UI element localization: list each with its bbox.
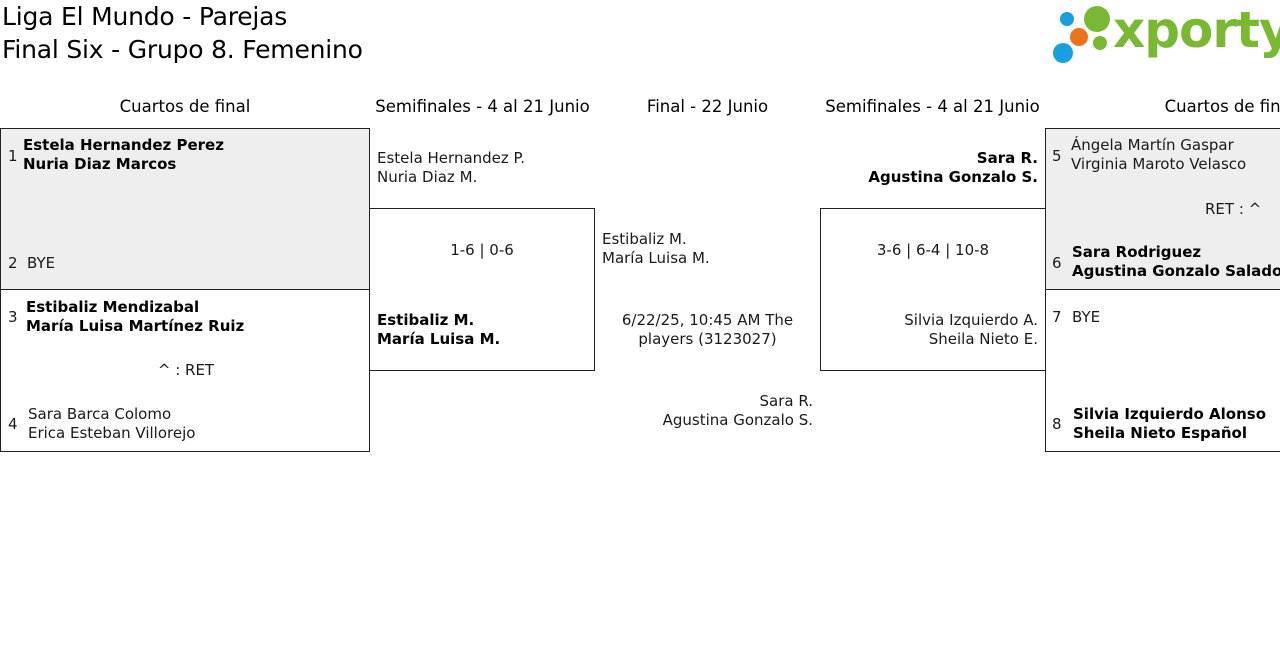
player-name: Virginia Maroto Velasco — [1071, 155, 1247, 173]
semi-right-top-player: Sara R. — [976, 149, 1038, 167]
player-name: Estela Hernandez Perez — [23, 136, 224, 154]
header-semis-left: Semifinales - 4 al 21 Junio — [375, 97, 590, 116]
player-name: Agustina Gonzalo Salado — [1072, 262, 1280, 280]
final-bottom-player: Agustina Gonzalo S. — [662, 411, 813, 429]
bye-label: BYE — [27, 254, 56, 272]
semi-right-top-player: Agustina Gonzalo S. — [868, 168, 1038, 186]
seed-number: 6 — [1052, 254, 1062, 272]
final-top-player: Estibaliz M. — [602, 230, 687, 248]
player-name: Silvia Izquierdo Alonso — [1073, 405, 1267, 423]
page-title-line1: Liga El Mundo - Parejas — [2, 2, 288, 31]
seed-number: 3 — [8, 308, 18, 326]
player-name: Nuria Diaz Marcos — [23, 155, 177, 173]
match-score: 3-6 | 6-4 | 10-8 — [876, 241, 990, 259]
logo-dots-icon — [1053, 6, 1110, 63]
retirement-note: RET : ^ — [1205, 200, 1262, 218]
header-quarters-right: Cuartos de final — [1164, 97, 1280, 116]
player-name: Estibaliz M. — [377, 311, 475, 329]
player-name: María Luisa Martínez Ruiz — [26, 317, 245, 335]
semi-left-top-player: Estela Hernandez P. — [377, 149, 526, 167]
header-semis-right: Semifinales - 4 al 21 Junio — [825, 97, 1040, 116]
player-name: Sheila Nieto Español — [1073, 424, 1248, 442]
quarter-match-1: 1 Estela Hernandez Perez Nuria Diaz Marc… — [0, 128, 370, 290]
semi-right-match: 3-6 | 6-4 | 10-8 Silvia Izquierdo A. She… — [820, 208, 1046, 371]
final-bottom-player: Sara R. — [759, 392, 814, 410]
seed-number: 5 — [1052, 147, 1062, 165]
logo-text: xporty — [1113, 1, 1280, 59]
player-name: Sheila Nieto E. — [928, 330, 1038, 348]
player-name: Silvia Izquierdo A. — [904, 311, 1038, 329]
seed-number: 7 — [1052, 308, 1062, 326]
page-title-line2: Final Six - Grupo 8. Femenino — [2, 35, 363, 64]
header-quarters-left: Cuartos de final — [119, 97, 251, 116]
quarter-match-7: 7 BYE 8 Silvia Izquierdo Alonso Sheila N… — [1045, 289, 1280, 452]
semi-left-match: 1-6 | 0-6 Estibaliz M. María Luisa M. — [369, 208, 595, 371]
seed-number: 1 — [8, 147, 18, 165]
player-name: Sara Barca Colomo — [28, 405, 172, 423]
seed-number: 8 — [1052, 415, 1062, 433]
match-score: 1-6 | 0-6 — [450, 241, 514, 259]
final-match-info: 6/22/25, 10:45 AM The players (3123027) — [621, 311, 794, 348]
quarter-match-2: 3 Estibaliz Mendizabal María Luisa Martí… — [0, 289, 370, 452]
player-name: Ángela Martín Gaspar — [1071, 136, 1234, 154]
seed-number: 2 — [8, 254, 18, 272]
final-top-player: María Luisa M. — [602, 249, 710, 267]
bye-label: BYE — [1072, 308, 1101, 326]
quarter-match-5: 5 Ángela Martín Gaspar Virginia Maroto V… — [1045, 128, 1280, 290]
semi-left-top-player: Nuria Diaz M. — [377, 168, 478, 186]
retirement-note: ^ : RET — [157, 361, 215, 379]
seed-number: 4 — [8, 415, 18, 433]
player-name: Sara Rodriguez — [1072, 243, 1202, 261]
player-name: Erica Esteban Villorejo — [28, 424, 196, 442]
player-name: María Luisa M. — [377, 330, 501, 348]
xporty-logo: xporty — [1050, 1, 1280, 66]
player-name: Estibaliz Mendizabal — [26, 298, 200, 316]
header-final: Final - 22 Junio — [646, 97, 769, 116]
